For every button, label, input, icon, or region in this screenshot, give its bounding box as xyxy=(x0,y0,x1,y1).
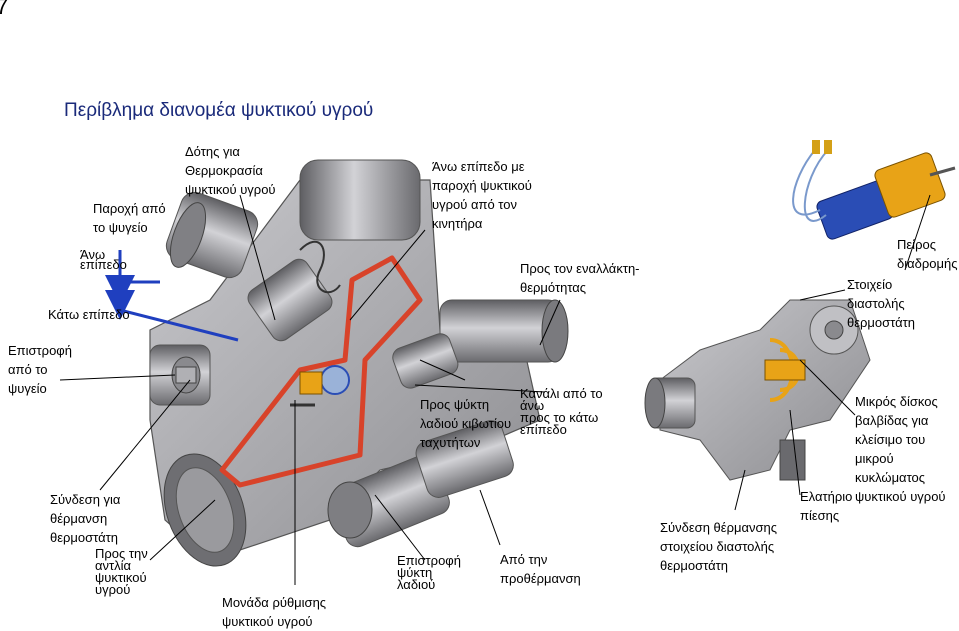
label-thermostat-heating: Σύνδεση για θέρμανση θερμοστάτη xyxy=(50,492,121,545)
leader-lines xyxy=(59,194,931,585)
corner-mark: 7 xyxy=(0,0,9,19)
label-upper-supply: Άνω επίπεδο με παροχή ψυκτικού υγρού από… xyxy=(432,159,532,231)
label-to-pump: Προς την αντλία ψυκτικού υγρού xyxy=(95,546,148,597)
page-title: Περίβλημα διανομέα ψυκτικού υγρού xyxy=(64,100,374,121)
label-pressure-spring: Ελατήριο πίεσης xyxy=(800,489,853,523)
label-temp-sensor: Δότης για Θερμοκρασία ψυκτικού υγρού xyxy=(185,144,276,197)
distributor-housing xyxy=(149,159,569,567)
label-oil-cooler-return: Επιστροφή ψύκτη λαδιού xyxy=(397,553,461,592)
level-arrows xyxy=(105,250,239,342)
label-stroke-pin: Πείρος διαδρομής xyxy=(897,237,958,271)
label-upper-level: Άνω επίπεδο xyxy=(80,247,127,272)
label-return-radiator: Επιστροφή από το ψυγείο xyxy=(8,343,72,396)
label-element-heating: Σύνδεση θέρμανσης στοιχείου διαστολής θε… xyxy=(660,520,777,573)
label-supply-radiator: Παροχή από το ψυγείο xyxy=(93,201,166,235)
label-expansion-element: Στοιχείο διαστολής θερμοστάτη xyxy=(847,277,915,330)
label-to-exchanger: Προς τον εναλλάκτη- θερμότητας xyxy=(520,261,640,295)
label-lower-level: Κάτω επίπεδο xyxy=(48,307,130,322)
label-small-disc: Μικρός δίσκος βαλβίδας για κλείσιμο του … xyxy=(855,394,946,504)
label-from-preheating: Από την προθέρμανση xyxy=(500,552,581,586)
label-to-gear-oil-cooler: Προς ψύκτη λαδιού κιβωτίου ταχυτήτων xyxy=(420,397,512,450)
label-control-unit: Μονάδα ρύθμισης ψυκτικού υγρού xyxy=(222,595,327,629)
label-channel-upper-lower: Κανάλι από το άνω προς το κάτω επίπεδο xyxy=(520,386,603,437)
